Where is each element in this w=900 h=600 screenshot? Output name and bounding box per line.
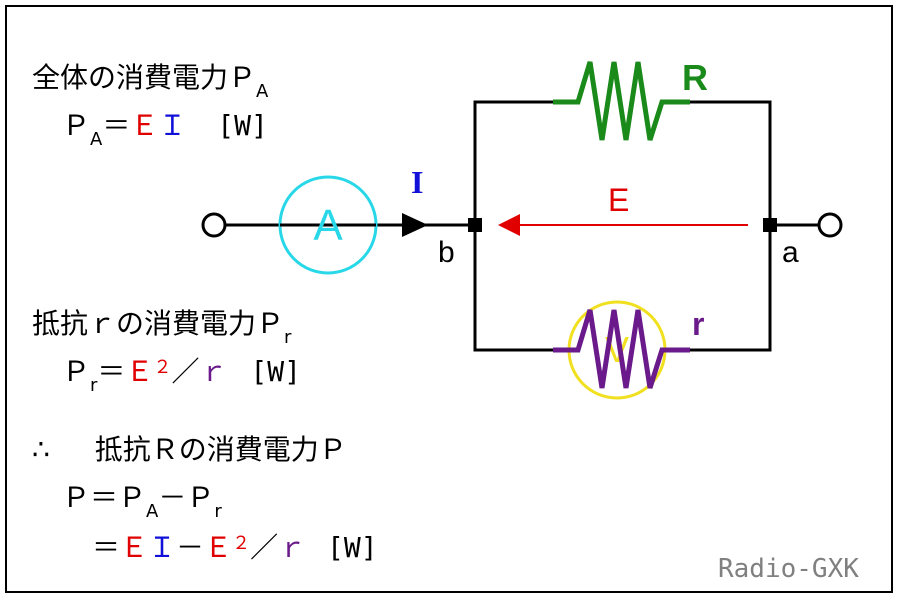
top-wire-left [473, 100, 553, 225]
eq4-equals: ＝ [92, 531, 121, 564]
eq2-slash: ／ [171, 355, 200, 388]
label-b: b [438, 236, 455, 269]
R-power-equation-1: Ｐ＝ＰA－Ｐr [62, 481, 222, 521]
eq4-sq: ２ [232, 533, 251, 554]
bottom-wire-right [690, 225, 772, 352]
r-power-equation: Ｐr＝Ｅ２／ｒ [W] [62, 355, 301, 395]
total-power-equation: ＰA＝ＥＩ [W] [62, 109, 268, 149]
total-power-title-text: 全体の消費電力Ｐ [32, 61, 257, 94]
label-I: I [411, 164, 424, 200]
eq1-p: Ｐ [62, 109, 91, 142]
current-arrow-head [402, 213, 428, 237]
eq4-r: ｒ [278, 531, 307, 564]
watermark: Radio-GXK [718, 554, 859, 584]
total-power-title-sub: A [256, 81, 269, 102]
eq4-slash: ／ [250, 531, 279, 564]
eq1-e: Ｅ [130, 109, 159, 142]
label-r: r [692, 306, 705, 342]
eq2-sub: r [90, 375, 98, 396]
left-terminal [201, 212, 227, 238]
junction-a [763, 218, 777, 232]
eq3-sub1: A [146, 501, 159, 522]
resistor-R [553, 61, 690, 141]
eq1-i: Ｉ [158, 109, 187, 142]
r-power-title-sub: r [284, 327, 292, 348]
voltage-arrow-head [498, 214, 520, 236]
label-a: a [782, 236, 799, 269]
r-power-title-text: 抵抗ｒの消費電力Ｐ [32, 307, 285, 340]
eq2-equals: ＝ [97, 355, 126, 388]
therefore-symbol: ∴ [32, 433, 50, 466]
R-power-title-text: 抵抗Ｒの消費電力Ｐ [94, 433, 347, 466]
eq3-sub2: r [214, 501, 222, 522]
r-power-title: 抵抗ｒの消費電力Ｐr [32, 307, 291, 347]
bottom-wire-left [473, 225, 553, 352]
eq4-i: Ｉ [148, 531, 177, 564]
eq4-e: Ｅ [120, 531, 149, 564]
eq3-p: Ｐ＝Ｐ [62, 481, 147, 514]
outer-frame [5, 5, 893, 593]
R-power-equation-2: ＝ＥＩ－Ｅ２／ｒ [W] [92, 534, 378, 562]
R-power-title: ∴ 抵抗Ｒの消費電力Ｐ [32, 436, 347, 464]
eq1-equals: ＝ [102, 109, 131, 142]
right-terminal [817, 212, 843, 238]
junction-b [468, 218, 482, 232]
eq4-unit: [W] [327, 531, 378, 564]
top-wire-right [690, 100, 772, 225]
label-E: E [608, 182, 630, 218]
eq2-r: ｒ [199, 355, 228, 388]
eq2-unit: [W] [250, 355, 301, 388]
eq2-e: Ｅ [125, 355, 154, 388]
eq1-unit: [W] [217, 109, 268, 142]
eq3-minus: －Ｐ [158, 481, 215, 514]
eq4-minus: － [176, 531, 205, 564]
label-R: R [682, 57, 708, 98]
ammeter-letter: A [313, 201, 343, 250]
resistor-r [553, 309, 690, 389]
eq1-sub: A [90, 129, 103, 150]
eq2-sq: ２ [153, 357, 172, 378]
eq4-e2: Ｅ [204, 531, 233, 564]
eq2-p: Ｐ [62, 355, 91, 388]
total-power-title: 全体の消費電力ＰA [32, 61, 268, 101]
